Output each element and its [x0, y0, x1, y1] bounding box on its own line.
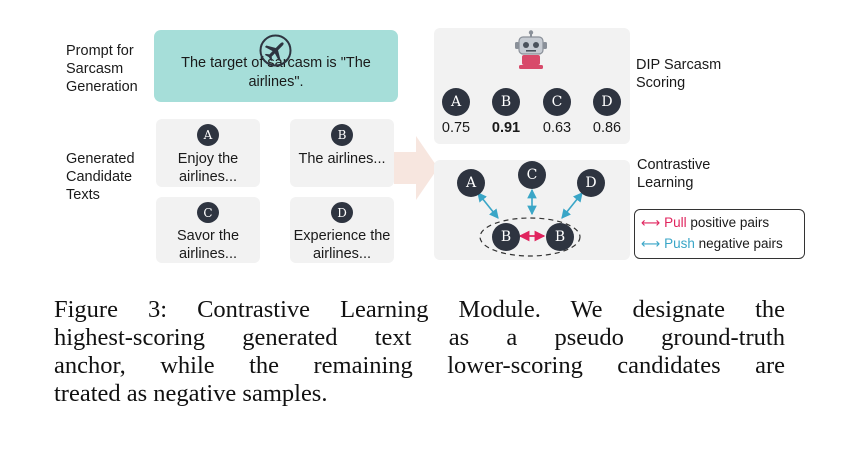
score-value-b: 0.91 [491, 120, 521, 136]
prompt-label: Prompt for Sarcasm Generation [66, 42, 138, 96]
badge-a: A [197, 124, 219, 146]
score-badge-d: D [593, 88, 621, 116]
prompt-label-line: Sarcasm [66, 61, 124, 77]
prompt-text-line: The target of sarcasm is "The [181, 55, 371, 71]
caption-line: treated as negative samples. [54, 380, 328, 407]
candidate-text: airlines... [178, 169, 238, 185]
badge-c: C [197, 202, 219, 223]
scoring-label-line: Scoring [636, 75, 686, 91]
caption-line: Figure 3: Contrastive Learning Module. W… [54, 296, 785, 323]
pull-arrow-icon: ⟷ [641, 215, 661, 230]
candidate-card-c: C Savor the airlines... [156, 197, 260, 263]
contrastive-label: Contrastive Learning [637, 156, 710, 192]
candidate-card-b: B The airlines... [290, 119, 394, 187]
score-badge-a: A [442, 88, 470, 116]
candidates-label-line: Generated [66, 151, 135, 167]
figure-caption: Figure 3: Contrastive Learning Module. W… [54, 296, 785, 408]
scoring-label-line: DIP Sarcasm [636, 57, 722, 73]
candidates-label-line: Candidate [66, 169, 133, 185]
score-value-d: 0.86 [592, 120, 622, 136]
node-b-anchor: B [492, 223, 520, 251]
prompt-label-line: Generation [66, 79, 138, 95]
legend: ⟷ Pull positive pairs ⟷ Push negative pa… [634, 209, 805, 259]
candidate-text: airlines... [178, 246, 238, 262]
legend-push-word: Push [664, 236, 695, 251]
contrastive-graph [477, 188, 583, 257]
flow-arrow-icon [394, 136, 438, 200]
badge-b: B [331, 124, 353, 146]
candidate-text: airlines... [312, 246, 372, 262]
candidate-text: Experience the [293, 228, 391, 244]
badge-d: D [331, 202, 353, 223]
prompt-text-line: airlines". [248, 74, 304, 90]
scoring-label: DIP Sarcasm Scoring [636, 56, 721, 92]
candidates-label: Generated Candidate Texts [66, 150, 135, 204]
candidate-text: The airlines... [298, 151, 386, 167]
positive-pair-ellipse [479, 217, 581, 257]
push-link-a [477, 192, 499, 219]
airplane-icon [259, 34, 292, 67]
push-link-d [561, 192, 583, 219]
candidate-text: Enjoy the [177, 151, 239, 167]
score-badge-c: C [543, 88, 571, 116]
candidate-card-d: D Experience the airlines... [290, 197, 394, 263]
score-badge-b: B [492, 88, 520, 116]
push-arrow-icon: ⟷ [641, 236, 661, 251]
legend-pull-text: positive pairs [686, 215, 770, 230]
legend-push: ⟷ Push negative pairs [641, 233, 798, 254]
caption-line: anchor, while the remaining lower-scorin… [54, 352, 785, 379]
legend-push-text: negative pairs [694, 236, 783, 251]
contrastive-label-line: Learning [637, 175, 694, 191]
score-value-c: 0.63 [542, 120, 572, 136]
candidate-text: Savor the [176, 228, 240, 244]
node-d: D [577, 169, 605, 197]
prompt-label-line: Prompt for [66, 43, 134, 59]
caption-line: highest-scoring generated text as a pseu… [54, 324, 785, 351]
robot-icon [515, 30, 547, 69]
node-b-positive: B [546, 223, 574, 251]
candidate-card-a: A Enjoy the airlines... [156, 119, 260, 187]
contrastive-label-line: Contrastive [637, 157, 711, 173]
node-a: A [457, 169, 485, 197]
legend-pull: ⟷ Pull positive pairs [641, 212, 798, 233]
candidates-label-line: Texts [66, 187, 100, 203]
legend-pull-word: Pull [664, 215, 687, 230]
score-value-a: 0.75 [441, 120, 471, 136]
prompt-box: The target of sarcasm is "The airlines". [154, 30, 398, 102]
node-c: C [518, 161, 546, 189]
